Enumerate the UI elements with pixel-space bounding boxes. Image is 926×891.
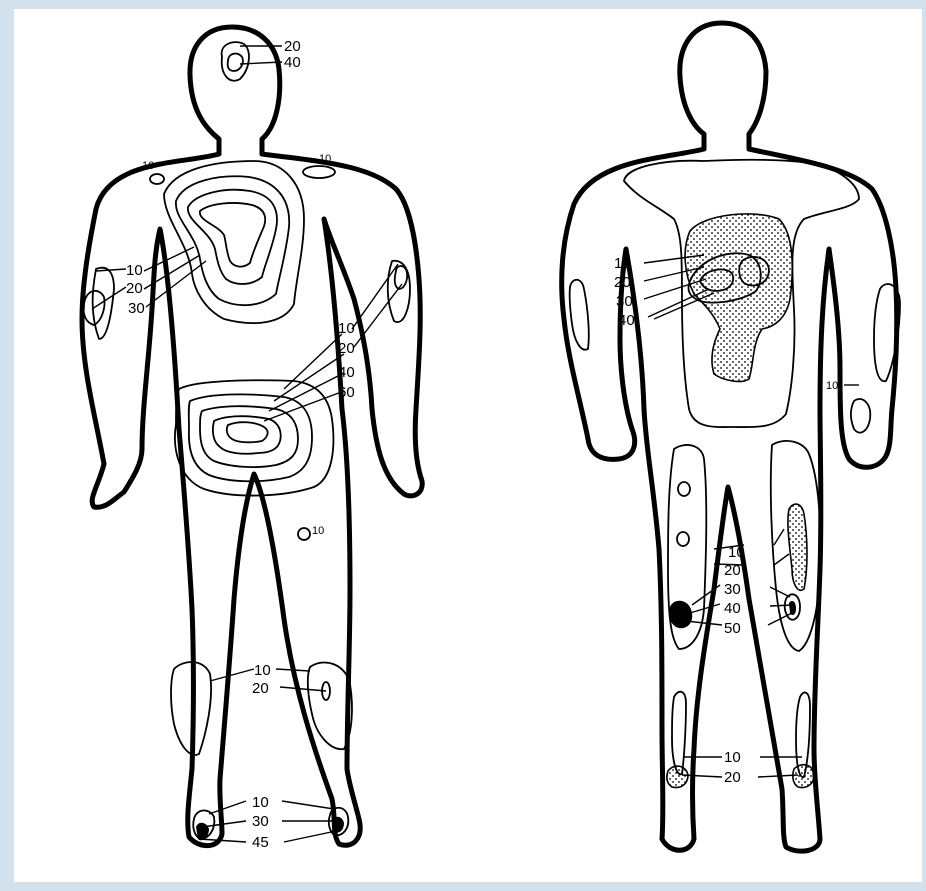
front-shoulder-left-label: 10: [142, 160, 154, 172]
back-upper-label-10: 10: [614, 255, 631, 272]
front-figure: 20 40 10 10 10 20 30 10 20 40 60 10 10 2…: [82, 27, 422, 851]
back-figure: 10 20 30 40 10 10 20 30 40 50 10 20: [562, 23, 900, 851]
body-map-diagram: 20 40 10 10 10 20 30 10 20 40 60 10 10 2…: [14, 9, 922, 882]
front-shoulder-spot-right: [303, 166, 335, 178]
front-ankle-label-30: 30: [252, 813, 269, 830]
front-head-contour-40: [228, 54, 243, 71]
back-thigh-label-50: 50: [724, 620, 741, 637]
front-leader-lines: [92, 46, 402, 842]
front-elbow-left-label-30: 30: [128, 300, 145, 317]
front-elbow-right-label-60: 60: [338, 384, 355, 401]
front-elbow-left-label-10: 10: [126, 262, 143, 279]
back-thigh-right-dotted: [788, 504, 807, 590]
back-heel-right-dotted: [793, 765, 814, 788]
back-thigh-right-core: [789, 601, 796, 615]
front-ankle-label-10: 10: [252, 794, 269, 811]
front-elbow-left-contour-outer: [93, 268, 114, 339]
back-thigh-label-10: 10: [728, 544, 745, 561]
back-thigh-label-20: 20: [724, 562, 741, 579]
back-heel-left-dotted: [667, 766, 688, 787]
front-thigh-spot: [298, 528, 310, 540]
back-thigh-spot-1: [678, 482, 690, 496]
front-chest-contour-outer: [164, 161, 304, 323]
back-hand-right-contour: [851, 399, 870, 433]
diagram-panel: 20 40 10 10 10 20 30 10 20 40 60 10 10 2…: [14, 9, 922, 882]
front-knee-label-10: 10: [254, 662, 271, 679]
front-head-label-40: 40: [284, 54, 301, 71]
front-knee-label-20: 20: [252, 680, 269, 697]
back-calf-left-contour: [672, 692, 686, 775]
front-head-contour-20: [222, 42, 249, 81]
front-thigh-label: 10: [312, 525, 324, 537]
front-elbow-right-label-20: 20: [338, 340, 355, 357]
back-upper-dotted-region: [685, 214, 792, 382]
front-body-outline: [82, 27, 422, 846]
back-thigh-label-30: 30: [724, 581, 741, 598]
back-arm-left-contour: [570, 280, 589, 350]
back-calf-label-10: 10: [724, 749, 741, 766]
front-abdomen-contour-core: [227, 422, 268, 442]
back-calf-label-20: 20: [724, 769, 741, 786]
front-chest-contour-mid: [176, 176, 289, 305]
front-shoulder-spot-left: [150, 174, 164, 184]
back-upper-label-20: 20: [614, 274, 631, 291]
front-abdomen-contour-20: [189, 394, 312, 481]
front-abdomen-contour-40: [200, 406, 298, 467]
front-chest-contour-inner: [188, 190, 277, 284]
front-elbow-left-label-20: 20: [126, 280, 143, 297]
front-chest-contour-core: [200, 203, 265, 267]
front-head-label-20: 20: [284, 38, 301, 55]
front-shoulder-right-label: 10: [319, 153, 331, 165]
back-thigh-label-40: 40: [724, 600, 741, 617]
front-ankle-label-45: 45: [252, 834, 269, 851]
back-upper-label-30: 30: [616, 293, 633, 310]
back-thigh-left-core: [669, 601, 692, 628]
back-upper-label-40: 40: [618, 312, 635, 329]
back-hand-label: 10: [826, 380, 838, 392]
back-body-outline: [562, 23, 897, 851]
back-thigh-spot-2: [677, 532, 689, 546]
front-elbow-right-label-40: 40: [338, 364, 355, 381]
front-elbow-right-label-10: 10: [338, 320, 355, 337]
